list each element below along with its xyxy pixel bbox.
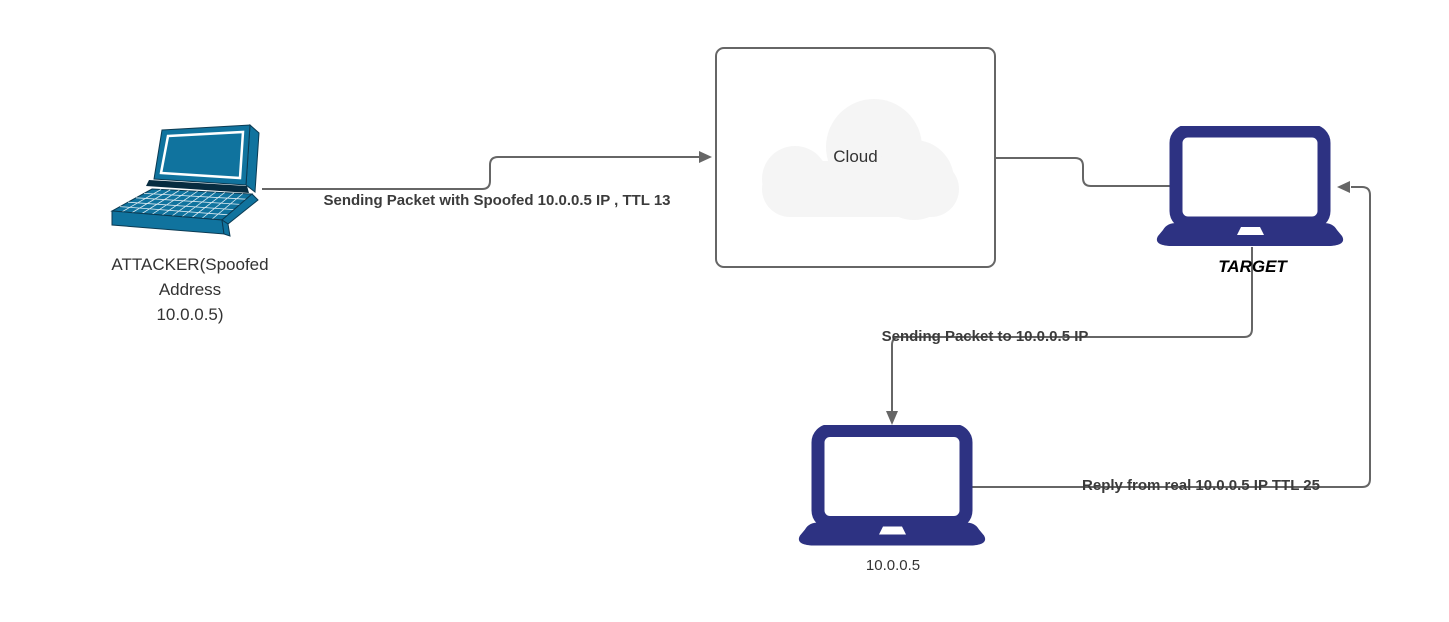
edge-cloud-to-target [996,157,1170,187]
arrowhead-into-target [1337,181,1350,193]
edge-attacker-to-cloud [262,156,700,190]
target-node [1153,124,1347,248]
cloud-icon [762,99,959,220]
cloud-node: Cloud [715,47,996,268]
attacker-laptop-icon [110,123,260,237]
attacker-label: ATTACKER(Spoofed Address 10.0.0.5) [111,255,269,324]
target-label: TARGET [1218,257,1287,276]
edge-label-reply-from-real: Reply from real 10.0.0.5 IP TTL 25 [1082,477,1320,494]
edge-label-spoofed-packet: Sending Packet with Spoofed 10.0.0.5 IP … [323,192,671,209]
real-host-node [795,424,989,548]
arrowhead-into-real-host [886,411,898,425]
arrowhead-into-cloud [699,151,712,163]
target-laptop-icon [1156,124,1344,246]
edge-label-sending-to-real: Sending Packet to 10.0.0.5 IP [881,328,1089,345]
real-host-label: 10.0.0.5 [865,557,921,574]
edge-target-to-real-host [891,247,1253,412]
edge-real-host-to-target [972,186,1371,488]
real-host-laptop-icon [798,424,986,546]
cloud-label: Cloud [833,147,878,166]
attacker-node [106,123,266,241]
